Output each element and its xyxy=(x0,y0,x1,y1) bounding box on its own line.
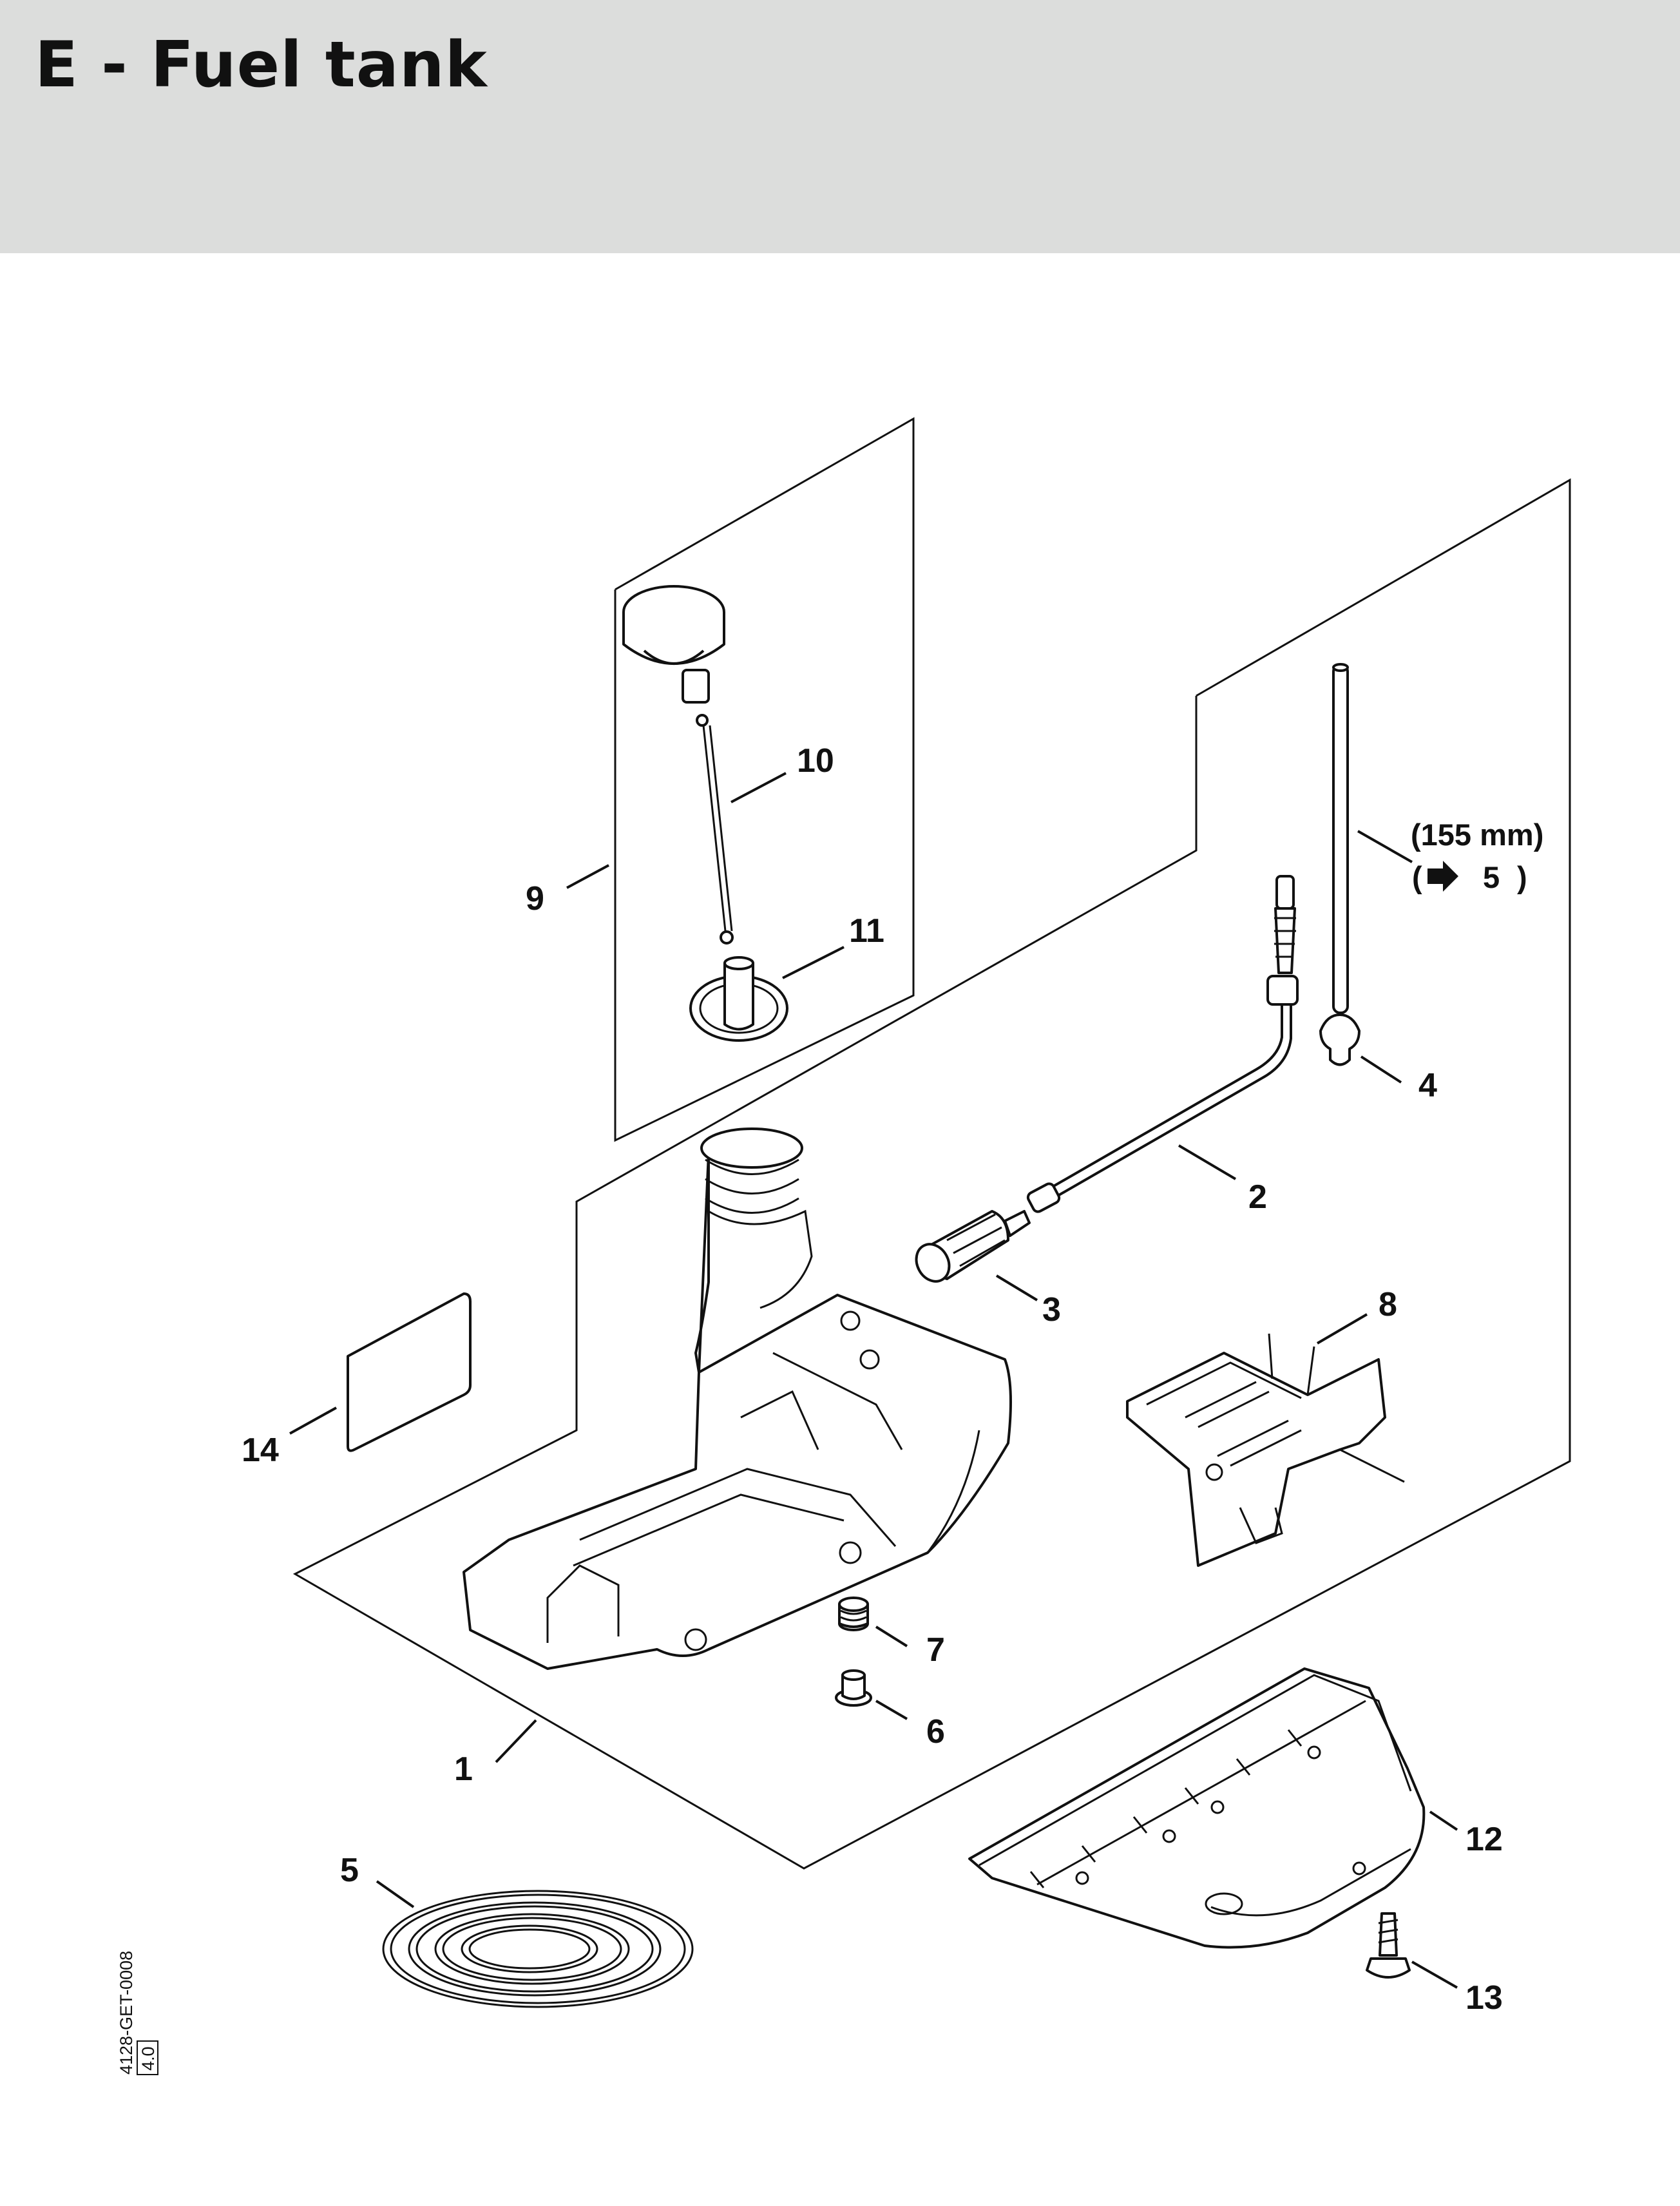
hose-ref-close: ) xyxy=(1517,860,1527,894)
grommet-part xyxy=(1319,1013,1360,1066)
fuel-cap-part xyxy=(622,585,725,704)
callout-8: 8 xyxy=(1379,1286,1397,1323)
bracket-part xyxy=(1126,1333,1405,1567)
fuel-filter-part xyxy=(915,1210,1031,1283)
label-part xyxy=(347,1292,472,1452)
hose-length-note: (155 mm) xyxy=(1411,818,1543,852)
guard-plate-part xyxy=(968,1667,1426,1949)
page-header: E - Fuel tank xyxy=(0,0,1680,253)
hose-ref-part: 5 xyxy=(1483,860,1500,894)
leader-lines xyxy=(289,772,1458,1989)
fuel-line-coil-part xyxy=(382,1890,694,2008)
callout-12: 12 xyxy=(1465,1821,1503,1858)
callout-13: 13 xyxy=(1465,1979,1503,2017)
callout-6: 6 xyxy=(926,1713,945,1750)
page-title: E - Fuel tank xyxy=(35,28,488,102)
bushing-part xyxy=(835,1669,872,1707)
cap-strap-part xyxy=(696,714,734,945)
callout-14: 14 xyxy=(242,1432,279,1469)
callout-7: 7 xyxy=(926,1631,945,1669)
callout-10: 10 xyxy=(797,742,834,780)
figure-code: 4128-GET-0008 xyxy=(117,1951,136,2075)
callout-11: 11 xyxy=(849,912,884,950)
callout-5: 5 xyxy=(340,1852,359,1889)
callout-2: 2 xyxy=(1248,1178,1267,1216)
callout-4: 4 xyxy=(1418,1067,1437,1104)
callout-9: 9 xyxy=(526,880,544,917)
figure-code-block: 4128-GET-0008 4.0 xyxy=(117,1951,158,2075)
vent-tube-part xyxy=(1332,663,1349,1014)
cap-washer-part xyxy=(689,956,788,1042)
frame-cap-group xyxy=(614,417,915,1142)
arrow-right-icon xyxy=(1427,861,1458,892)
figure-revision: 4.0 xyxy=(138,2046,158,2071)
hose-ref-open: ( xyxy=(1412,860,1422,894)
frame-main-assembly xyxy=(292,478,1571,1870)
fuel-hose-part xyxy=(1026,875,1299,1213)
screw-part xyxy=(1366,1912,1411,1979)
callout-3: 3 xyxy=(1042,1291,1061,1328)
plug-part xyxy=(838,1597,869,1631)
fuel-tank-part xyxy=(463,1127,1012,1670)
callout-1: 1 xyxy=(454,1750,473,1788)
